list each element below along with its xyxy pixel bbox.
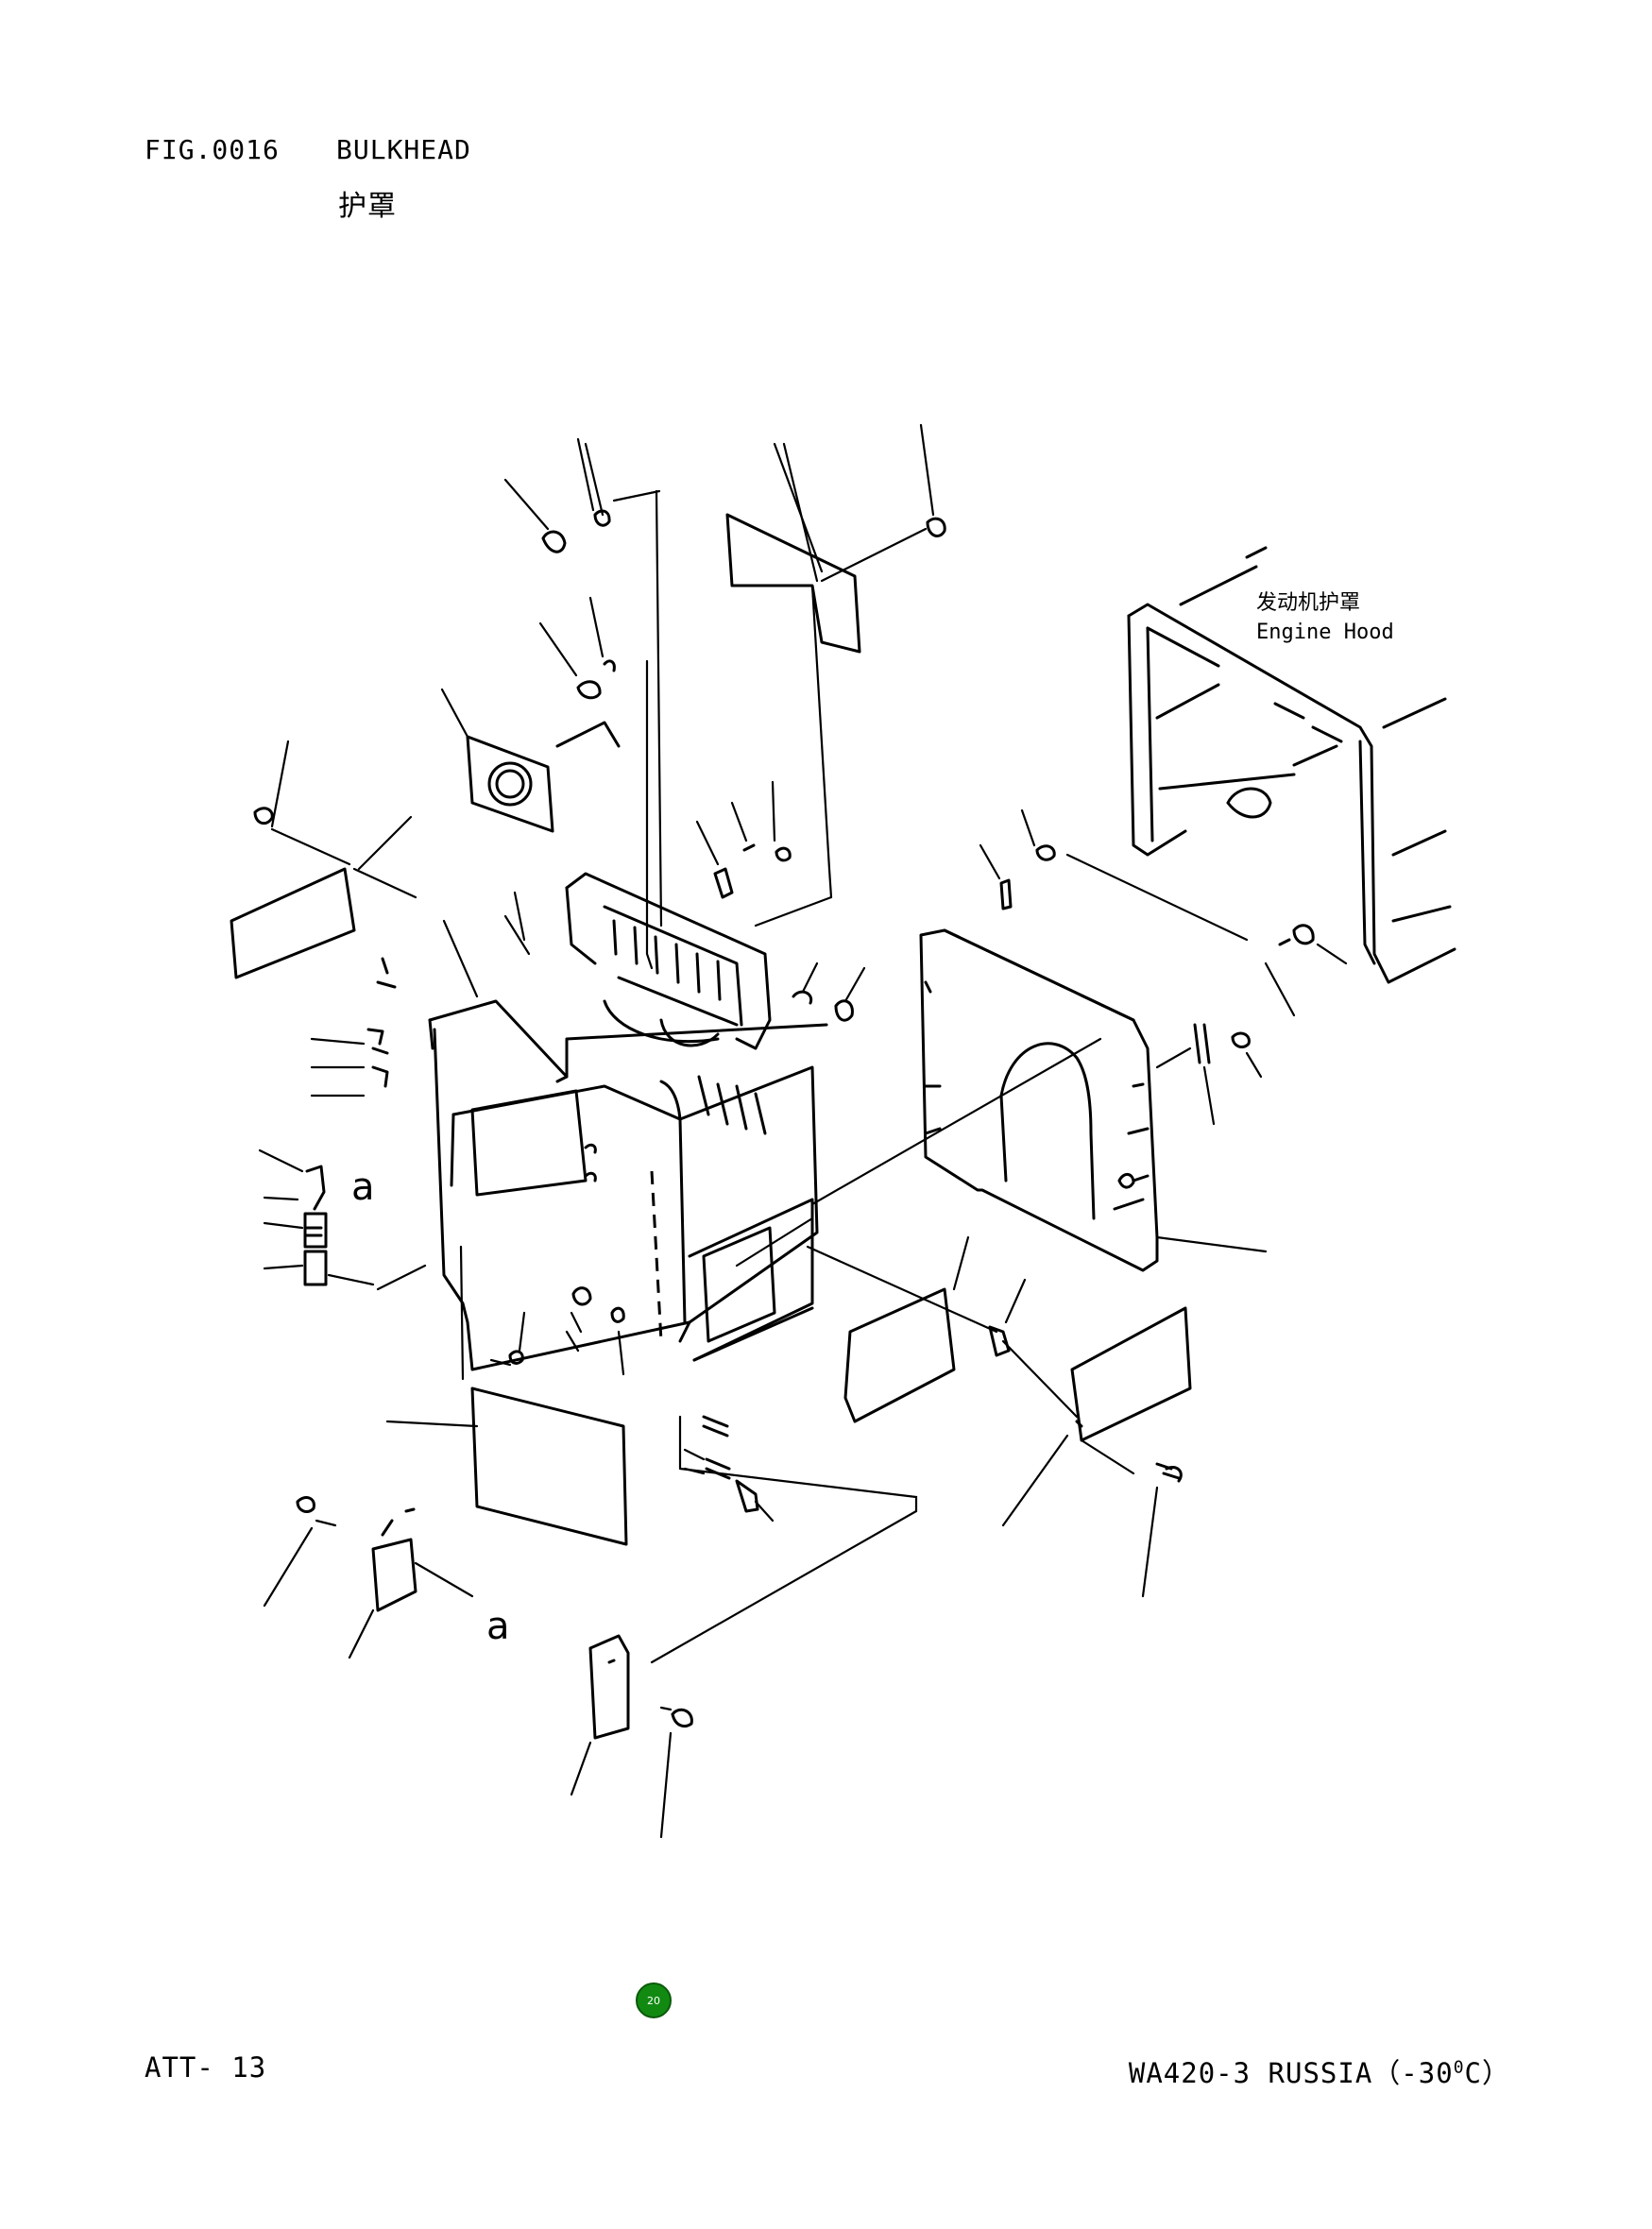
footer-model-main: WA420-3 RUSSIA（-30 <box>1128 2057 1454 2089</box>
footer-model-info: WA420-3 RUSSIA（-300C） <box>1129 2051 1510 2091</box>
lower-fasteners <box>489 1286 625 1376</box>
footer-page-code: ATT- 13 <box>145 2051 267 2084</box>
footer-degree-sup: 0 <box>1453 2057 1465 2078</box>
bottom-cover-plate <box>385 1245 918 1546</box>
engine-hood-label-en: Engine Hood <box>1256 621 1394 644</box>
reference-mark-a-lower: a <box>486 1605 510 1648</box>
page-number-badge: 20 <box>636 1982 672 2018</box>
duct-flange-plate <box>440 688 621 833</box>
lower-right-access-panel <box>806 1235 1192 1598</box>
engine-hood-outline <box>1127 546 1456 984</box>
figure-title-english: BULKHEAD <box>336 134 471 165</box>
left-side-cover-plate <box>230 740 417 979</box>
small-fastener-parts <box>503 437 616 700</box>
alignment-leader-lines <box>442 442 833 1268</box>
engine-hood-label-zh: 发动机护罩 <box>1256 591 1360 615</box>
reference-mark-a-upper: a <box>351 1166 375 1209</box>
right-fastener-group <box>979 808 1348 1126</box>
rear-bulkhead-panel <box>810 853 1268 1272</box>
figure-number: FIG.0016 <box>145 134 280 165</box>
figure-title-chinese: 护罩 <box>338 190 397 223</box>
lower-center-bracket <box>570 1509 918 1839</box>
main-bulkhead-box <box>428 999 828 1371</box>
footer-model-end: C） <box>1464 2057 1510 2089</box>
grille-panel <box>565 872 772 1135</box>
top-cover-plate <box>725 423 946 654</box>
lower-left-bracket <box>263 1496 474 1659</box>
grille-fasteners <box>695 780 866 1022</box>
left-fastener-stack <box>258 957 427 1291</box>
